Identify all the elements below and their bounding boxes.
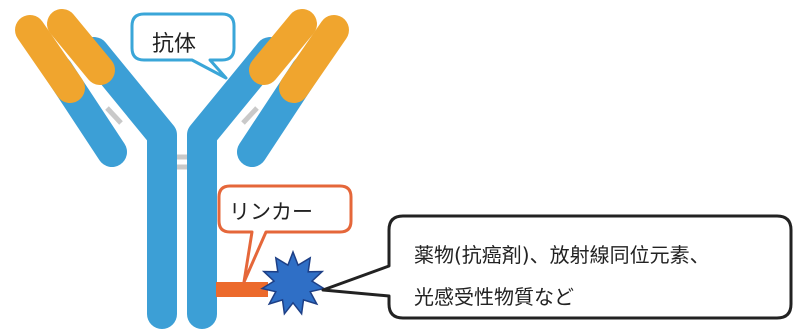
right-heavy-chain-tip bbox=[249, 9, 317, 85]
payload-callout bbox=[321, 214, 793, 320]
right-light-chain-tip bbox=[279, 15, 349, 103]
left-heavy-chain-tip bbox=[47, 9, 115, 85]
linker-callout bbox=[217, 184, 353, 284]
antibody-label: 抗体 bbox=[152, 32, 197, 57]
star-burst-drug-icon bbox=[260, 249, 326, 316]
linker-label: リンカー bbox=[229, 200, 313, 224]
linker-bar bbox=[216, 282, 268, 297]
left-heavy-chain bbox=[79, 37, 177, 329]
right-heavy-chain bbox=[187, 37, 285, 329]
antibody-callout bbox=[130, 12, 236, 80]
payload-label: 薬物(抗癌剤)、放射線同位元素、 光感受性物質など bbox=[414, 234, 710, 318]
left-light-chain-tip bbox=[15, 15, 85, 103]
y-shaped-antibody-icon bbox=[15, 9, 349, 329]
payload-label-line-2: 光感受性物質など bbox=[414, 285, 574, 309]
payload-label-line-1: 薬物(抗癌剤)、放射線同位元素、 bbox=[414, 243, 710, 267]
